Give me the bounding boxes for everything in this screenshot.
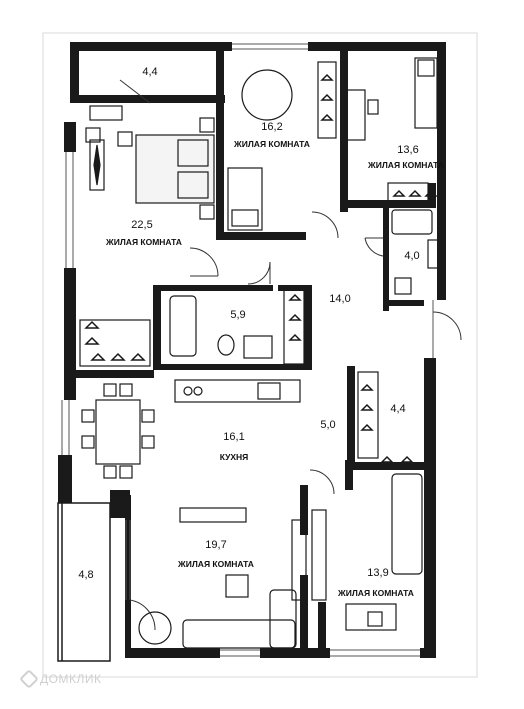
area-corridor: 5,0: [320, 419, 335, 431]
area-bedroom-bottom-right: 13,9: [367, 567, 388, 579]
area-wardrobe: 4,4: [390, 403, 405, 415]
area-hall: 14,0: [329, 293, 350, 305]
label-master-bedroom: ЖИЛАЯ КОМНАТА: [105, 237, 182, 247]
tv-stand-icon: [179, 507, 247, 523]
label-bedroom-top-right: ЖИЛАЯ КОМНАТА: [367, 160, 444, 170]
watermark: ДОМКЛИК: [19, 669, 102, 689]
label-bedroom-bottom-right: ЖИЛАЯ КОМНАТА: [337, 588, 414, 598]
area-bedroom-top-right: 13,6: [397, 144, 418, 156]
room-labels: 4,4 16,2 ЖИЛАЯ КОМНАТА 13,6 ЖИЛАЯ КОМНАТ…: [78, 66, 444, 598]
watermark-text: ДОМКЛИК: [40, 672, 102, 686]
windows: [61, 43, 434, 657]
area-loggia: 4,8: [78, 569, 93, 581]
label-living-room: ЖИЛАЯ КОМНАТА: [177, 559, 254, 569]
sofa-icon: [182, 619, 296, 649]
area-master-bedroom: 22,5: [131, 219, 152, 231]
plan-frame: [42, 32, 478, 678]
doors: [119, 79, 462, 631]
loggia-outline: [57, 502, 111, 662]
label-bedroom-top-center: ЖИЛАЯ КОМНАТА: [233, 139, 310, 149]
bed-icon: [135, 134, 215, 204]
label-kitchen: КУХНЯ: [220, 452, 249, 462]
hanger-icons: [84, 73, 438, 463]
area-bathroom-right: 4,0: [404, 250, 419, 262]
area-living-room: 19,7: [205, 539, 226, 551]
area-kitchen: 16,1: [223, 431, 244, 443]
area-bedroom-top-center: 16,2: [261, 121, 282, 133]
dining-table-icon: [95, 399, 141, 465]
furniture: [79, 57, 441, 649]
round-rug-icon: [241, 69, 293, 121]
area-balcony-top: 4,4: [142, 66, 157, 78]
domclick-logo-icon: [19, 669, 39, 689]
area-bathroom-center: 5,9: [230, 309, 245, 321]
